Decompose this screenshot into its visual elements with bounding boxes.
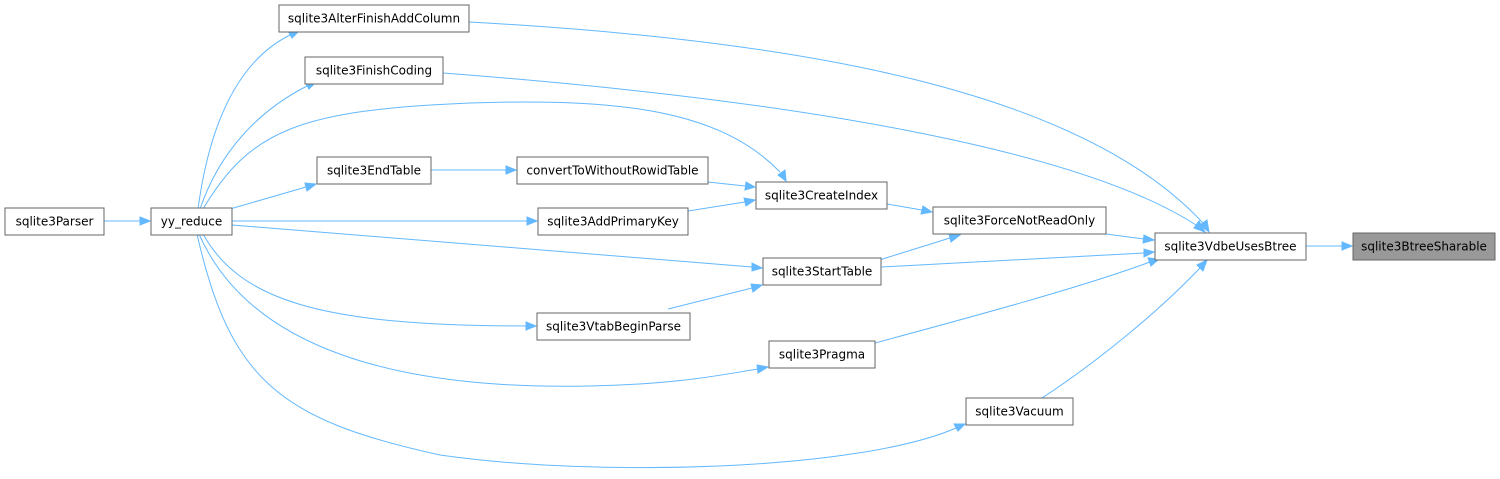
node-alter-finish-add-column[interactable]: sqlite3AlterFinishAddColumn [278,4,470,33]
edge-pragma-to-vdbeusesbtree [874,257,1161,344]
node-label: sqlite3AlterFinishAddColumn [288,12,460,26]
node-finish-coding[interactable]: sqlite3FinishCoding [304,56,444,85]
node-add-primary-key[interactable]: sqlite3AddPrimaryKey [537,207,689,236]
node-btree-sharable[interactable]: sqlite3BtreeSharable [1352,232,1496,261]
edge-yyreduce-to-endtable [229,182,318,210]
edge-alterfinishaddcolumn-to-vdbeusesbtree [468,21,1210,234]
node-parser[interactable]: sqlite3Parser [4,207,105,236]
edge-endtable-to-convertwithoutrowid [431,165,518,175]
node-end-table[interactable]: sqlite3EndTable [316,156,432,185]
edge-yyreduce-to-alterfinishaddcolumn [197,30,301,210]
edge-forcenotreadonly-to-vdbeusesbtree [1105,233,1156,244]
node-create-index[interactable]: sqlite3CreateIndex [755,181,888,210]
node-start-table[interactable]: sqlite3StartTable [762,257,882,286]
edge-yyreduce-to-createindex [202,101,787,210]
edge-yyreduce-to-addprimarykey [232,216,539,226]
edge-starttable-to-vdbeusesbtree [880,248,1156,268]
node-label: sqlite3VtabBeginParse [546,320,681,334]
node-yy-reduce[interactable]: yy_reduce [150,207,233,236]
node-vacuum[interactable]: sqlite3Vacuum [965,397,1074,426]
node-label: sqlite3EndTable [327,164,421,178]
node-vtab-begin-parse[interactable]: sqlite3VtabBeginParse [536,312,691,341]
edge-finishcoding-to-vdbeusesbtree [442,72,1207,233]
node-label: sqlite3StartTable [772,265,873,279]
node-force-not-read-only[interactable]: sqlite3ForceNotReadOnly [932,206,1107,235]
node-label: sqlite3CreateIndex [765,189,878,203]
node-label: yy_reduce [161,215,222,229]
edge-vacuum-to-vdbeusesbtree [1041,258,1208,399]
edge-yyreduce-to-starttable [231,224,764,272]
node-label: sqlite3BtreeSharable [1361,240,1487,254]
node-label: sqlite3VdbeUsesBtree [1164,240,1296,254]
node-label: sqlite3FinishCoding [316,64,432,78]
edge-addprimarykey-to-createindex [687,197,757,212]
edge-yyreduce-to-vacuum [196,233,967,469]
edge-starttable-to-forcenotreadonly [872,233,962,263]
node-label: sqlite3Parser [16,215,94,229]
node-convert-to-without-rowid-table[interactable]: convertToWithoutRowidTable [516,156,709,185]
edge-yyreduce-to-vtabbeginparse [202,233,538,331]
edge-vtabbeginparse-to-starttable [667,283,764,310]
node-vdbe-uses-btree[interactable]: sqlite3VdbeUsesBtree [1154,232,1307,261]
node-label: sqlite3AddPrimaryKey [547,215,679,229]
edge-createindex-to-forcenotreadonly [886,203,934,215]
node-pragma[interactable]: sqlite3Pragma [768,340,876,369]
edge-yyreduce-to-pragma [198,233,770,387]
node-label: convertToWithoutRowidTable [526,164,698,178]
edge-yyreduce-to-finishcoding [199,81,318,210]
node-label: sqlite3Pragma [779,348,865,362]
edge-parser-to-yyreduce [104,216,152,226]
edge-convertwithoutrowid-to-createindex [707,181,757,191]
node-label: sqlite3Vacuum [975,405,1063,419]
node-label: sqlite3ForceNotReadOnly [944,214,1095,228]
edge-vdbeusesbtree-to-btreesharable [1306,241,1354,251]
